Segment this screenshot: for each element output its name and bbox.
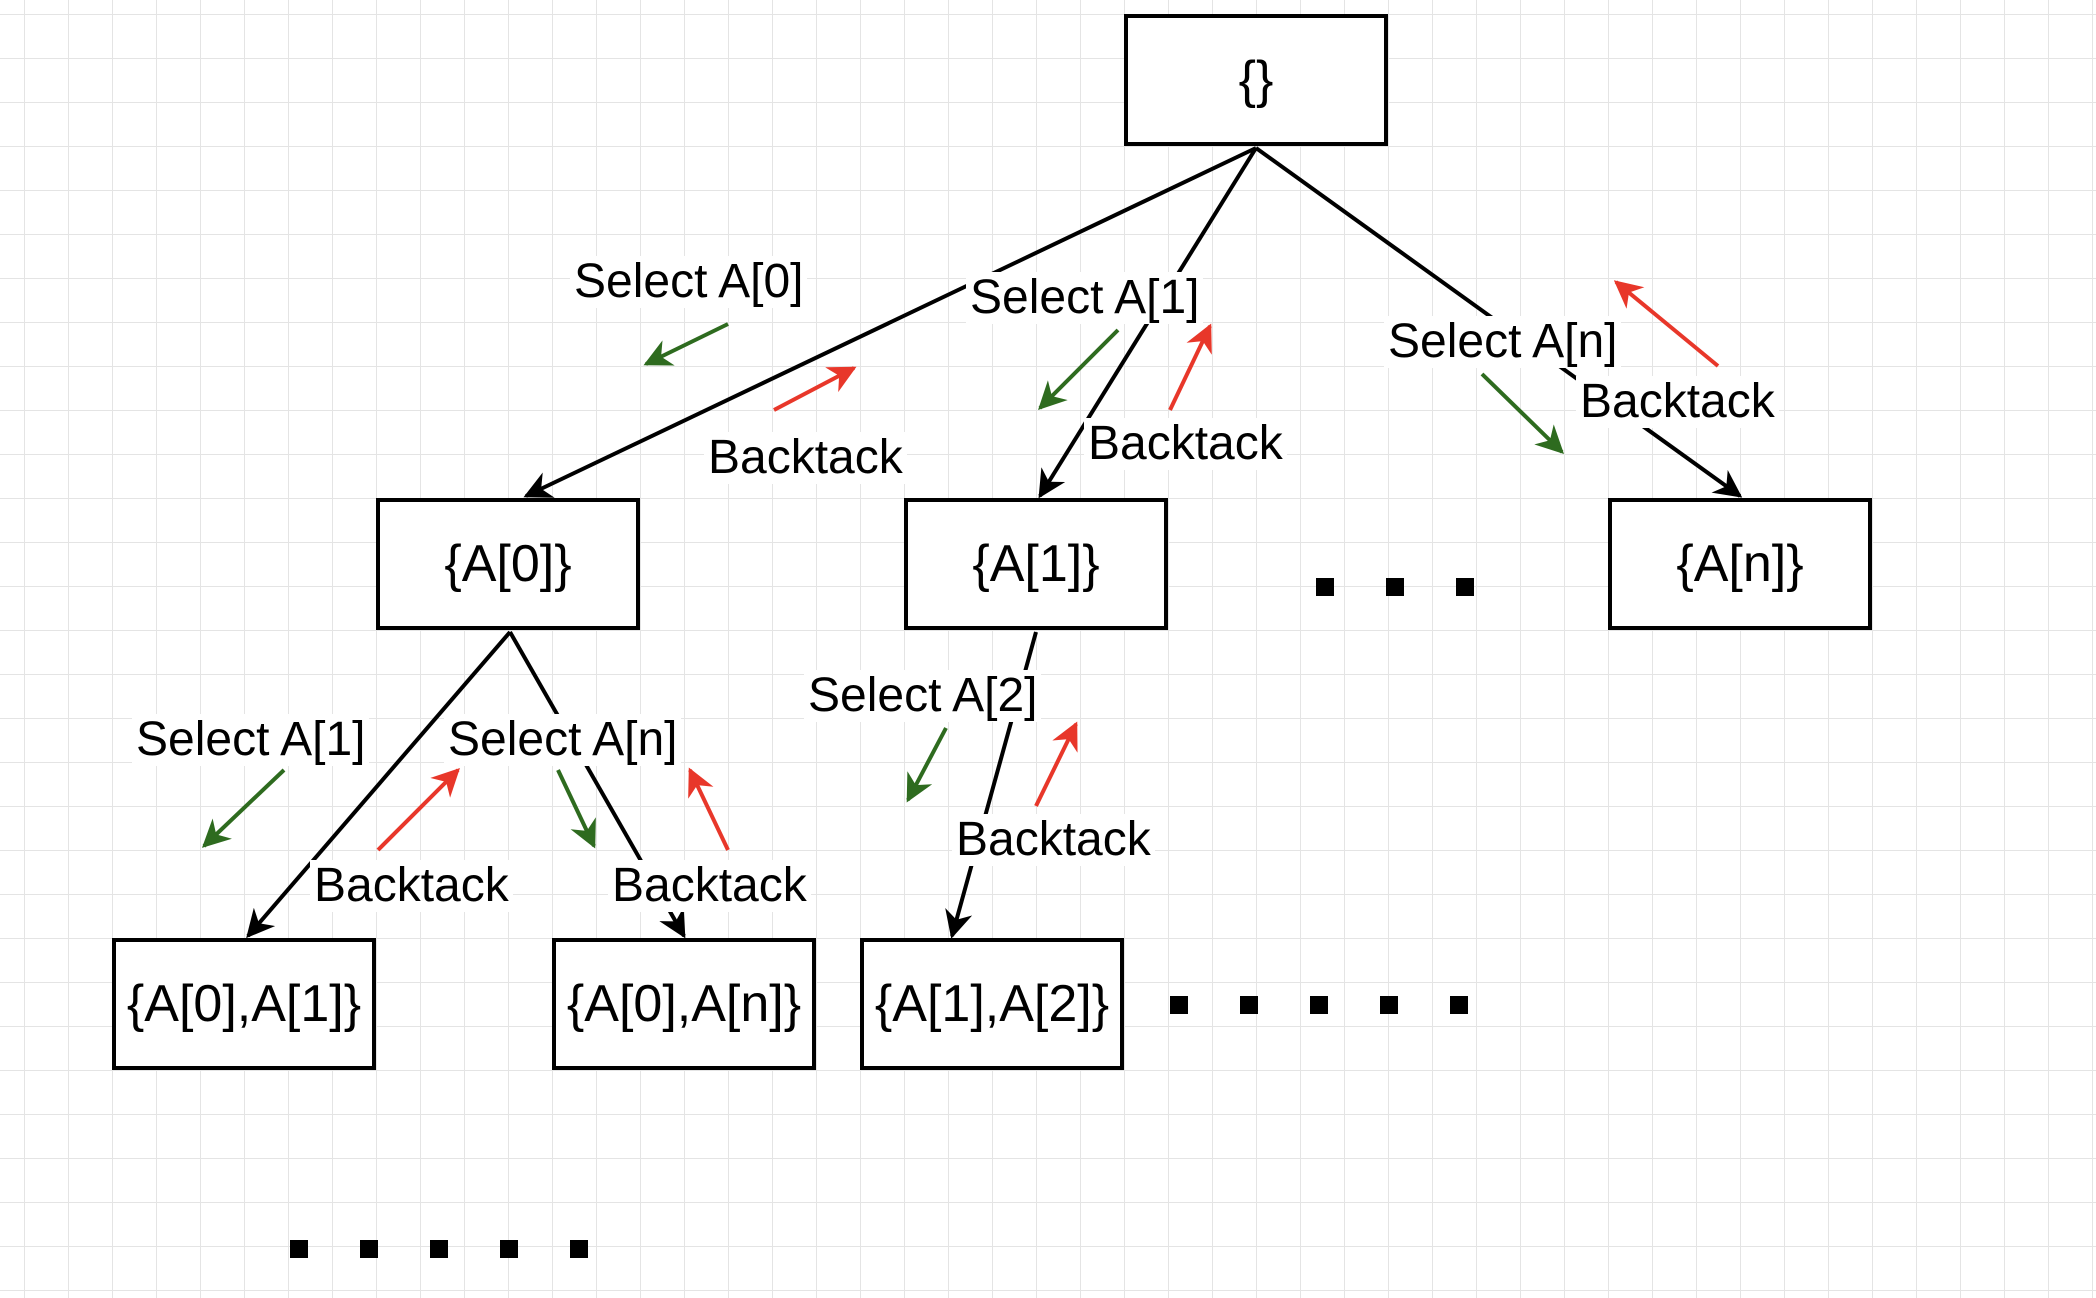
label-backtrack-a1: Backtack — [1084, 418, 1287, 470]
label-backtrack-an: Backtack — [1576, 376, 1779, 428]
ellipsis-dot — [360, 1240, 378, 1258]
select-arrow-an — [1480, 372, 1565, 454]
backtrack-arrow-a0 — [773, 366, 857, 412]
label-select-a0: Select A[0] — [570, 256, 808, 308]
label-select-an-sub: Select A[n] — [444, 714, 682, 766]
edge-root-to-a0 — [523, 146, 1257, 498]
ellipsis-dot — [430, 1240, 448, 1258]
ellipsis-dot — [1170, 996, 1188, 1014]
ellipsis-dot — [1456, 578, 1474, 596]
node-a0-a1[interactable]: {A[0],A[1]} — [112, 938, 376, 1070]
ellipsis-dot — [1386, 578, 1404, 596]
ellipsis-dot — [570, 1240, 588, 1258]
ellipsis-dot — [1240, 996, 1258, 1014]
node-a0-an[interactable]: {A[0],A[n]} — [552, 938, 816, 1070]
label-backtrack-a1-sub: Backtack — [310, 860, 513, 912]
ellipsis-dot — [290, 1240, 308, 1258]
ellipsis-dot — [500, 1240, 518, 1258]
select-arrow-a1-sub — [201, 768, 286, 848]
ellipsis-level-1 — [1316, 578, 1474, 596]
backtrack-arrow-an-sub — [688, 767, 730, 851]
select-arrow-a1 — [1038, 328, 1120, 410]
select-arrow-a0 — [643, 322, 729, 366]
ellipsis-level-2 — [1170, 996, 1468, 1014]
ellipsis-dot — [1316, 578, 1334, 596]
label-select-a2: Select A[2] — [804, 670, 1042, 722]
ellipsis-dot — [1450, 996, 1468, 1014]
backtrack-arrow-an — [1613, 280, 1720, 368]
ellipsis-level-3 — [290, 1240, 588, 1258]
backtrack-arrow-a1 — [1168, 323, 1212, 411]
ellipsis-dot — [1310, 996, 1328, 1014]
label-backtrack-a2: Backtack — [952, 814, 1155, 866]
select-arrow-an-sub — [556, 769, 596, 849]
label-select-a1: Select A[1] — [966, 272, 1204, 324]
label-backtrack-an-sub: Backtack — [608, 860, 811, 912]
node-an[interactable]: {A[n]} — [1608, 498, 1872, 630]
backtrack-arrow-a2 — [1034, 721, 1078, 807]
select-arrow-a2 — [906, 727, 948, 803]
node-a1[interactable]: {A[1]} — [904, 498, 1168, 630]
edge-a0-to-a0a1 — [246, 630, 512, 939]
node-a1-a2[interactable]: {A[1],A[2]} — [860, 938, 1124, 1070]
ellipsis-dot — [1380, 996, 1398, 1014]
label-backtrack-a0: Backtack — [704, 432, 907, 484]
backtrack-arrow-a1-sub — [376, 768, 460, 852]
node-a0[interactable]: {A[0]} — [376, 498, 640, 630]
node-root[interactable]: {} — [1124, 14, 1388, 146]
label-select-an: Select A[n] — [1384, 316, 1622, 368]
label-select-a1-sub: Select A[1] — [132, 714, 370, 766]
